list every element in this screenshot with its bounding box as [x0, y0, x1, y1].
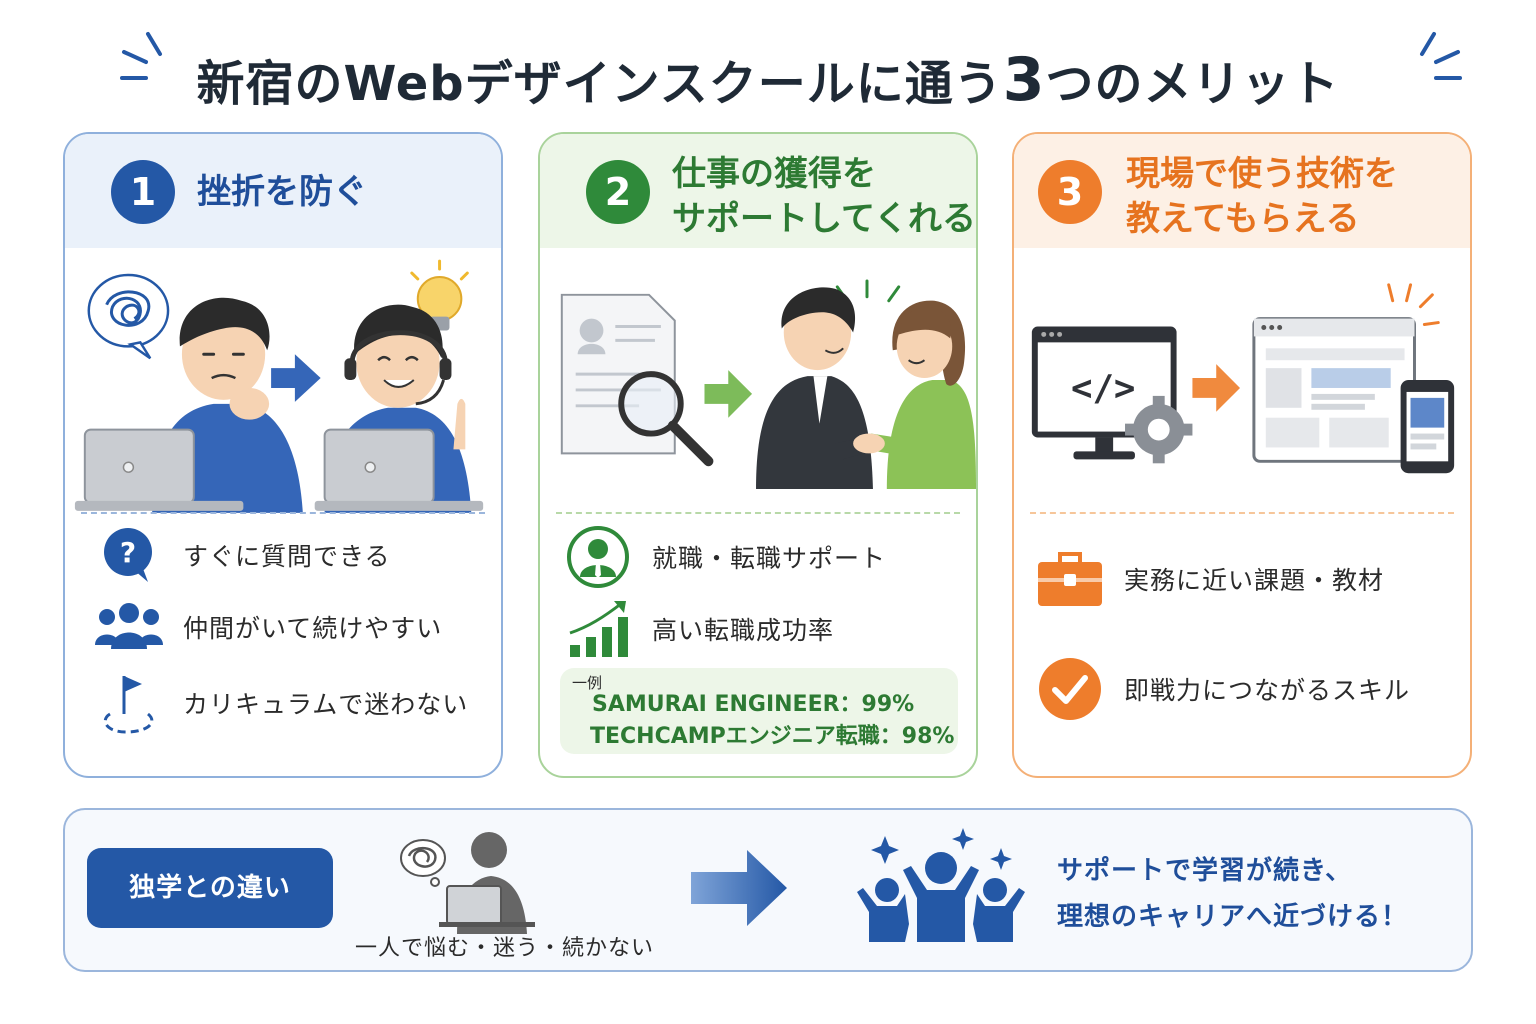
- job-seeker-figure: [756, 287, 873, 490]
- card-number-badge: 3: [1038, 160, 1102, 224]
- gear-icon: [1125, 395, 1193, 464]
- feature-item: 仲間がいて続けやすい: [93, 596, 442, 658]
- confused-thought-icon: [400, 839, 446, 887]
- feature-text: 即戦力につながるスキル: [1124, 676, 1411, 705]
- stressed-learner-figure: [74, 297, 303, 513]
- growth-chart-icon: [562, 598, 634, 660]
- card-title-line1: 現場で使う技術を: [1126, 154, 1398, 194]
- feature-text: 仲間がいて続けやすい: [183, 614, 443, 643]
- title-suffix: つのメリット: [1045, 56, 1340, 112]
- feature-item: カリキュラムで迷わない: [93, 672, 468, 734]
- title-number: 3: [1002, 45, 1046, 115]
- card-divider: [1030, 512, 1454, 514]
- sparkle-left-icon: [120, 32, 162, 80]
- feature-item: ? すぐに質問できる: [93, 524, 391, 586]
- self-study-difference-label: 独学との違い: [87, 848, 333, 928]
- card-header: 1 挫折を防ぐ: [65, 134, 501, 248]
- card-number-badge: 1: [111, 160, 175, 224]
- merit-card-2: 2 仕事の獲得を サポートしてくれる: [538, 132, 978, 778]
- sparkle-right-icon: [1420, 32, 1462, 80]
- feature-item: 実務に近い課題・教材: [1034, 548, 1384, 610]
- arrow-right-icon: [271, 354, 321, 402]
- page-header: 新宿のWebデザインスクールに通う3つのメリット: [0, 30, 1536, 120]
- website-window-icon: [1252, 317, 1416, 463]
- lone-learner-illustration: [400, 832, 535, 934]
- smartphone-icon: [1400, 380, 1455, 474]
- card-header: 3 現場で使う技術を 教えてもらえる: [1014, 134, 1470, 248]
- illustration-job-matching: [560, 279, 976, 490]
- svg-text:?: ?: [120, 536, 136, 569]
- illustration-code-to-website: </>: [1031, 283, 1455, 474]
- card-title-line2: サポートしてくれる: [672, 199, 976, 239]
- supported-learner-figure: [314, 304, 484, 513]
- example-label: 一例: [572, 674, 603, 692]
- recruiter-figure: [886, 300, 976, 490]
- card-title-line1: 仕事の獲得を: [672, 154, 876, 194]
- illustration-frustration-to-support: [74, 259, 484, 513]
- people-group-icon: [93, 596, 165, 658]
- code-monitor-icon: </>: [1031, 326, 1177, 460]
- card-divider: [81, 512, 485, 514]
- handshake-icon: [835, 433, 897, 460]
- question-bubble-icon: ?: [93, 524, 165, 586]
- result-line2: 理想のキャリアへ近づける！: [1057, 902, 1409, 932]
- example-row: TECHCAMPエンジニア転職：98%: [590, 724, 955, 749]
- card-title: 現場で使う技術を 教えてもらえる: [1126, 152, 1398, 242]
- feature-text: 就職・転職サポート: [652, 544, 887, 573]
- card-title: 仕事の獲得を サポートしてくれる: [672, 152, 976, 242]
- merit-card-1: 1 挫折を防ぐ: [63, 132, 503, 778]
- arrow-right-icon: [691, 850, 787, 926]
- card-title: 挫折を防ぐ: [197, 172, 367, 212]
- feature-text: 実務に近い課題・教材: [1124, 566, 1385, 595]
- feature-item: 即戦力につながるスキル: [1034, 658, 1410, 720]
- feature-text: カリキュラムで迷わない: [183, 690, 469, 719]
- briefcase-icon: [1034, 548, 1106, 610]
- feature-text: 高い転職成功率: [652, 616, 835, 645]
- highlight-lines-icon: [1387, 283, 1440, 327]
- result-message: サポートで学習が続き、 理想のキャリアへ近づける！: [1057, 848, 1408, 940]
- celebrating-team-icon: [857, 828, 1025, 942]
- svg-text:</>: </>: [1071, 368, 1135, 409]
- card-header: 2 仕事の獲得を サポートしてくれる: [540, 134, 976, 248]
- comparison-panel: 独学との違い 一人で悩む・迷う・続かない: [63, 808, 1473, 972]
- card-divider: [556, 512, 960, 514]
- result-line1: サポートで学習が続き、: [1057, 856, 1353, 886]
- check-circle-icon: [1034, 658, 1106, 720]
- merit-card-3: 3 現場で使う技術を 教えてもらえる </>: [1012, 132, 1472, 778]
- page-title: 新宿のWebデザインスクールに通う3つのメリット: [0, 44, 1536, 115]
- user-badge-icon: [562, 526, 634, 588]
- card-title-line2: 教えてもらえる: [1126, 199, 1360, 239]
- title-prefix: 新宿のWebデザインスクールに通う: [196, 56, 1003, 112]
- self-study-caption: 一人で悩む・迷う・続かない: [355, 936, 655, 961]
- feature-text: すぐに質問できる: [183, 542, 391, 571]
- example-box: 一例 SAMURAI ENGINEER：99% TECHCAMPエンジニア転職：…: [560, 668, 958, 754]
- flag-path-icon: [93, 672, 165, 734]
- arrow-right-icon: [1192, 364, 1241, 412]
- confused-thought-icon: [87, 273, 170, 360]
- feature-item: 高い転職成功率: [562, 598, 834, 660]
- example-row: SAMURAI ENGINEER：99%: [592, 692, 915, 717]
- feature-item: 就職・転職サポート: [562, 526, 886, 588]
- card-number-badge: 2: [586, 160, 650, 224]
- arrow-right-icon: [704, 370, 753, 418]
- magnifier-icon: [618, 371, 714, 467]
